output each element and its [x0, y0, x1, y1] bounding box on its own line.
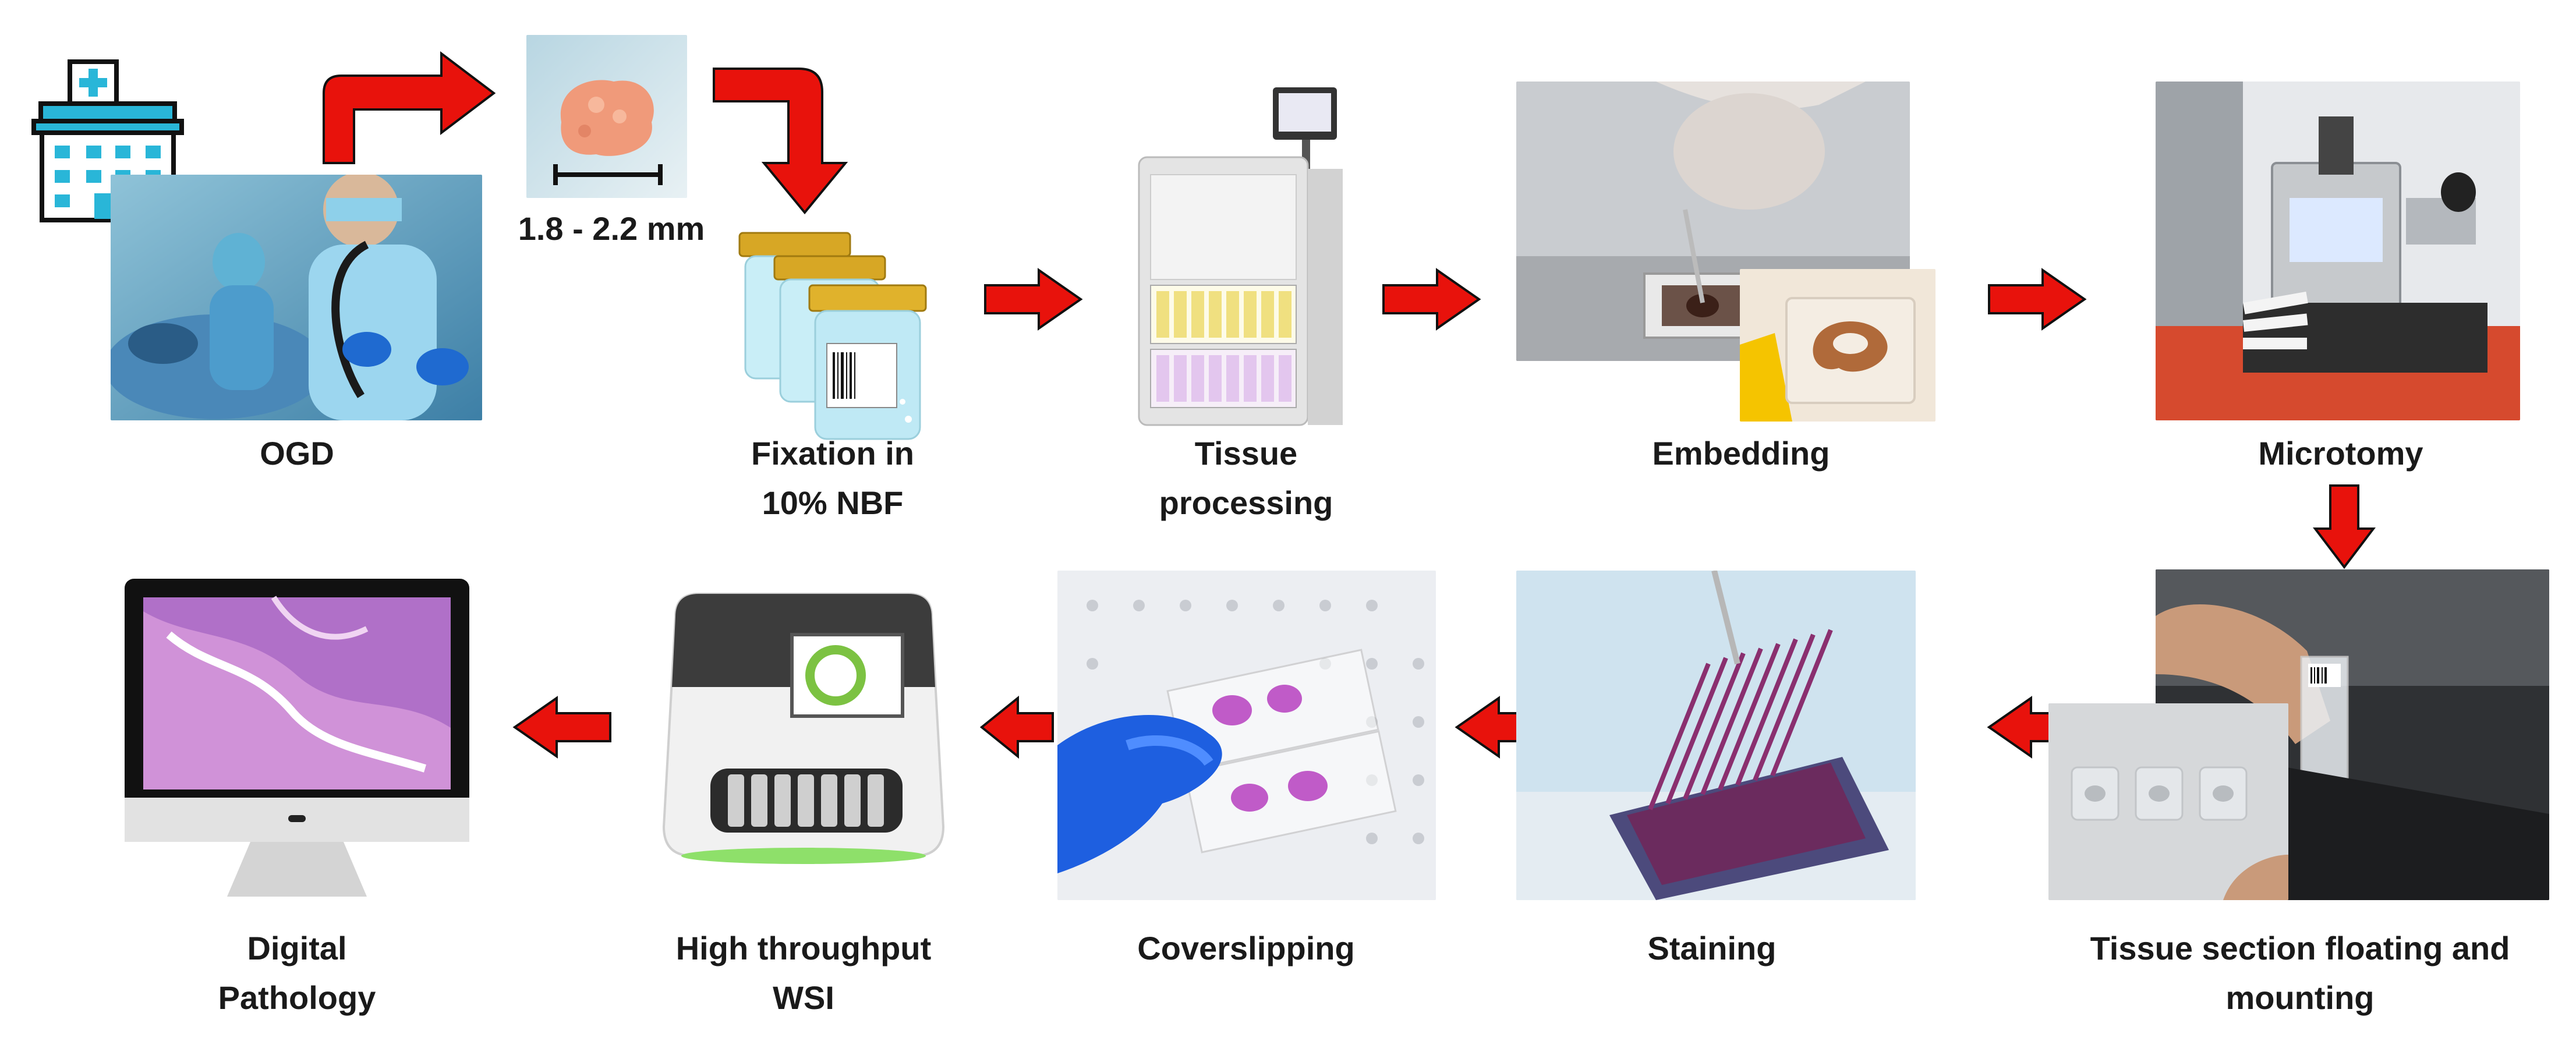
fixation-containers [734, 227, 932, 442]
label-floating-line1: Tissue section floating and [2090, 930, 2510, 966]
biopsy-photo [526, 35, 687, 198]
label-staining: Staining [1647, 930, 1777, 966]
label-ogd: OGD [260, 435, 334, 472]
microtomy-photo [2156, 82, 2520, 420]
label-floating-line2: mounting [2225, 979, 2375, 1016]
label-processing-line2: processing [1159, 484, 1333, 521]
label-coverslipping: Coverslipping [1137, 930, 1355, 966]
red-arrow-icon [712, 64, 857, 215]
label-processing-line1: Tissue [1194, 435, 1298, 472]
ogd-photo [111, 175, 482, 420]
label-microtomy: Microtomy [2258, 435, 2423, 472]
monitor-photo [122, 576, 472, 902]
coverslipping-photo [1057, 571, 1436, 900]
label-digital-line2: Pathology [218, 979, 376, 1016]
tissue-processor-photo [1133, 82, 1354, 431]
red-arrow-icon [1987, 268, 2087, 331]
biopsy-size-label: 1.8 - 2.2 mm [518, 210, 705, 247]
red-arrow-icon [1381, 268, 1481, 331]
label-embedding: Embedding [1652, 435, 1830, 472]
label-wsi-line1: High throughput [675, 930, 932, 966]
floating-inset-photo [2048, 703, 2288, 900]
wsi-scanner-photo [652, 582, 955, 885]
label-fixation-line2: 10% NBF [762, 484, 904, 521]
red-arrow-icon [319, 47, 500, 166]
staining-photo [1516, 571, 1916, 900]
red-arrow-icon [512, 696, 613, 759]
red-arrow-icon [983, 268, 1083, 331]
label-fixation-line1: Fixation in [751, 435, 914, 472]
red-arrow-icon [979, 696, 1055, 759]
label-digital-line1: Digital [247, 930, 347, 966]
embedding-inset-photo [1740, 269, 1935, 422]
label-wsi-line2: WSI [773, 979, 834, 1016]
red-arrow-icon [2313, 483, 2376, 569]
